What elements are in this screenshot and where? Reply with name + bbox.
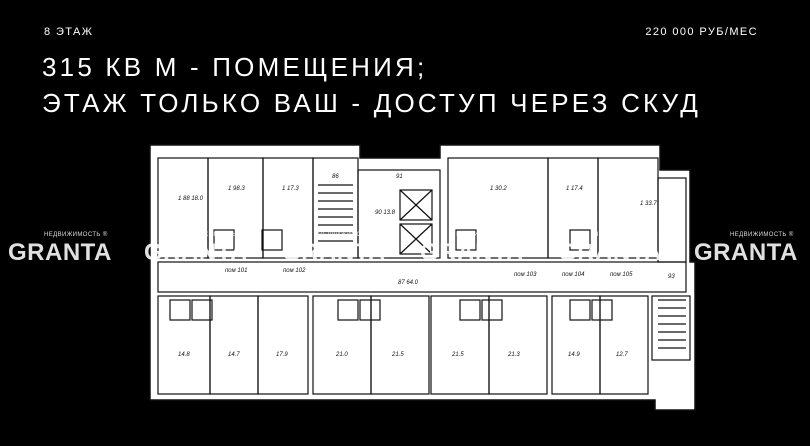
svg-text:17.9: 17.9 (276, 352, 288, 358)
watermark-logo: GRANTA (8, 239, 112, 266)
svg-text:21.5: 21.5 (451, 352, 464, 358)
watermark-logo: GRANTA (144, 239, 248, 266)
watermark-sub: НЕДВИЖИМОСТЬ ® (44, 232, 108, 238)
headline-area: 315 КВ М - ПОМЕЩЕНИЯ; (42, 52, 428, 82)
floor-label: 8 ЭТАЖ (44, 26, 94, 38)
svg-text:пом 102: пом 102 (283, 268, 306, 274)
svg-text:21.5: 21.5 (391, 352, 404, 358)
watermark-sub: НЕДВИЖИМОСТЬ ® (594, 232, 658, 238)
svg-text:1 17.3: 1 17.3 (282, 186, 299, 192)
svg-text:14.9: 14.9 (568, 352, 580, 358)
svg-text:93: 93 (668, 274, 675, 280)
svg-text:14.8: 14.8 (178, 352, 190, 358)
svg-text:пом 103: пом 103 (514, 272, 537, 278)
svg-text:14.7: 14.7 (228, 352, 240, 358)
svg-text:1 33.7: 1 33.7 (640, 201, 657, 207)
svg-text:87 64.0: 87 64.0 (398, 280, 419, 286)
svg-text:21.0: 21.0 (335, 352, 348, 358)
svg-text:1 17.4: 1 17.4 (566, 186, 583, 192)
watermark-sub: НЕДВИЖИМОСТЬ ® (730, 232, 794, 238)
svg-text:12.7: 12.7 (616, 352, 628, 358)
price-label: 220 000 РУБ/МЕС (645, 26, 758, 38)
watermark-logo: GRANTA (694, 239, 798, 266)
headline-access: ЭТАЖ ТОЛЬКО ВАШ - ДОСТУП ЧЕРЕЗ СКУД (42, 88, 702, 118)
watermark-sub: НЕДВИЖИМОСТЬ ® (180, 232, 244, 238)
watermark-logo: GRANTA (420, 239, 524, 266)
svg-text:пом 101: пом 101 (225, 268, 247, 274)
watermark-logo: GRANTA (282, 239, 386, 266)
svg-text:1 30.2: 1 30.2 (490, 186, 507, 192)
watermark-sub: НЕДВИЖИМОСТЬ ® (456, 232, 520, 238)
svg-text:1 88 18.0: 1 88 18.0 (178, 196, 204, 202)
watermark-sub: НЕДВИЖИМОСТЬ ® (318, 232, 382, 238)
svg-text:21.3: 21.3 (507, 352, 520, 358)
svg-text:пом 105: пом 105 (610, 272, 633, 278)
svg-text:1 98.3: 1 98.3 (228, 186, 245, 192)
svg-text:91: 91 (396, 174, 403, 180)
svg-text:пом 104: пом 104 (562, 272, 585, 278)
svg-text:86: 86 (332, 174, 339, 180)
svg-text:90 13.8: 90 13.8 (375, 210, 396, 216)
watermark-logo: GRANTA (558, 239, 662, 266)
